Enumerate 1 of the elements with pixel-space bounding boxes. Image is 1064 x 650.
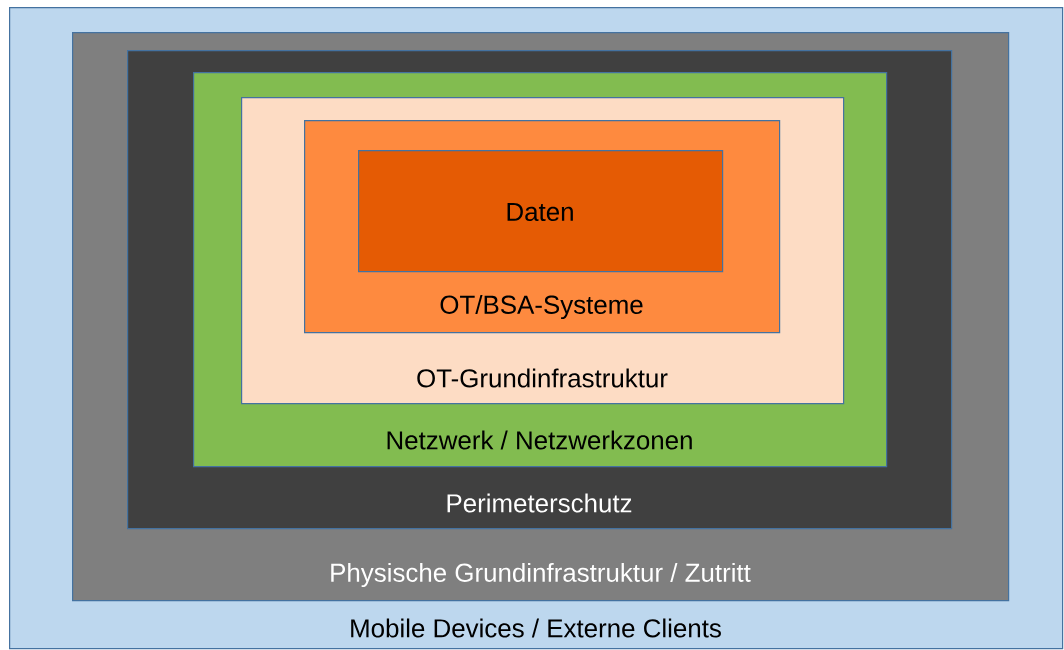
layer-box: Daten bbox=[358, 150, 724, 273]
